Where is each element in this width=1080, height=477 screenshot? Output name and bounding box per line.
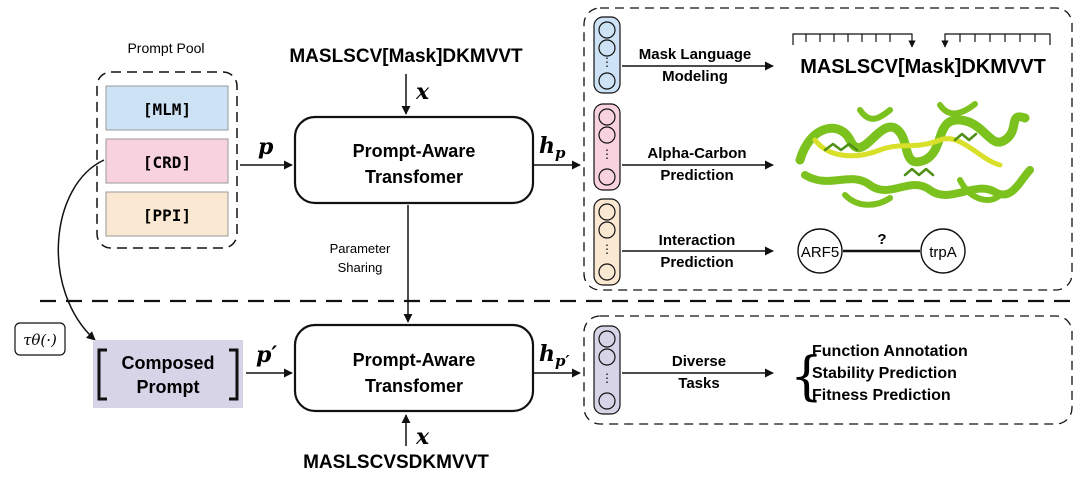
diverse-line2: Tasks [678,375,719,392]
svg-text:⋮: ⋮ [601,242,613,256]
transformer-top-line1: Prompt-Aware [353,141,476,161]
downstream-task-fitness: Fitness Prediction [812,387,951,404]
sharing-line2: Sharing [338,260,383,275]
output-masked-sequence: MASLSCV[Mask]DKMVVT [800,56,1046,78]
prompt-ppi[interactable]: [PPI] [105,191,229,237]
pretrain-task-panel [583,7,1073,291]
ppi-task-line2: Prediction [660,254,733,271]
p-prime-symbol: p′ [256,342,277,368]
token-vector-ppi: ⋮ [593,198,621,286]
crd-task-line2: Prediction [660,167,733,184]
prompt-crd-label: [CRD] [143,153,191,172]
downstream-task-panel [583,315,1073,425]
svg-text:⋮: ⋮ [601,55,613,69]
transformer-bottom: Prompt-Aware Transfomer [293,323,535,413]
mlm-task-line2: Modeling [662,68,728,85]
prompt-pool-frame [96,71,238,249]
transformer-bottom-line1: Prompt-Aware [353,350,476,370]
token-vector-mlm: ⋮ [593,16,621,94]
downstream-task-stability: Stability Prediction [812,365,957,382]
prompt-pool-title: Prompt Pool [127,40,204,56]
prompt-ppi-label: [PPI] [143,206,191,225]
token-vector-crd: ⋮ [593,103,621,191]
x-top-symbol: x [415,79,430,105]
svg-text:⋮: ⋮ [601,371,613,385]
composed-prompt-line2: Prompt [137,377,200,397]
task-list-brace: { [790,347,823,407]
crd-task-line1: Alpha-Carbon [647,145,746,162]
mlm-task-line1: Mask Language [639,46,752,63]
compose-curve-arrow [57,159,105,341]
token-vector-composed: ⋮ [593,325,621,415]
transformer-top: Prompt-Aware Transfomer [293,115,535,205]
svg-text:⋮: ⋮ [601,147,613,161]
composed-prompt-box: Composed Prompt [93,340,243,408]
protein-structure-image [795,101,1034,208]
prompt-mlm-label: [MLM] [143,100,191,119]
composed-prompt-line1: Composed [121,353,214,373]
interaction-question: ? [877,231,886,248]
tau-label: τθ(·) [23,331,57,349]
input-masked-sequence: MASLSCV[Mask]DKMVVT [289,46,523,67]
input-plain-sequence: MASLSCVSDKMVVT [303,452,489,473]
tau-function-box: τθ(·) [14,322,66,356]
protein-node-left: ARF5 [801,244,839,261]
protein-node-right: trpA [929,244,957,261]
mlm-context-brackets [792,33,1051,45]
p-symbol: p [258,134,274,160]
diverse-line1: Diverse [672,353,726,370]
sharing-line1: Parameter [330,241,391,256]
interaction-graph: ARF5 trpA ? [797,228,966,274]
hp-symbol: hp [539,133,566,162]
downstream-task-function: Function Annotation [812,343,968,360]
prompt-mlm[interactable]: [MLM] [105,85,229,131]
transformer-top-line2: Transfomer [365,167,463,187]
ppi-task-line1: Interaction [659,232,736,249]
hpp-symbol: hp′ [539,341,569,370]
x-bottom-symbol: x [415,424,430,450]
prompt-crd[interactable]: [CRD] [105,138,229,184]
transformer-bottom-line2: Transfomer [365,376,463,396]
